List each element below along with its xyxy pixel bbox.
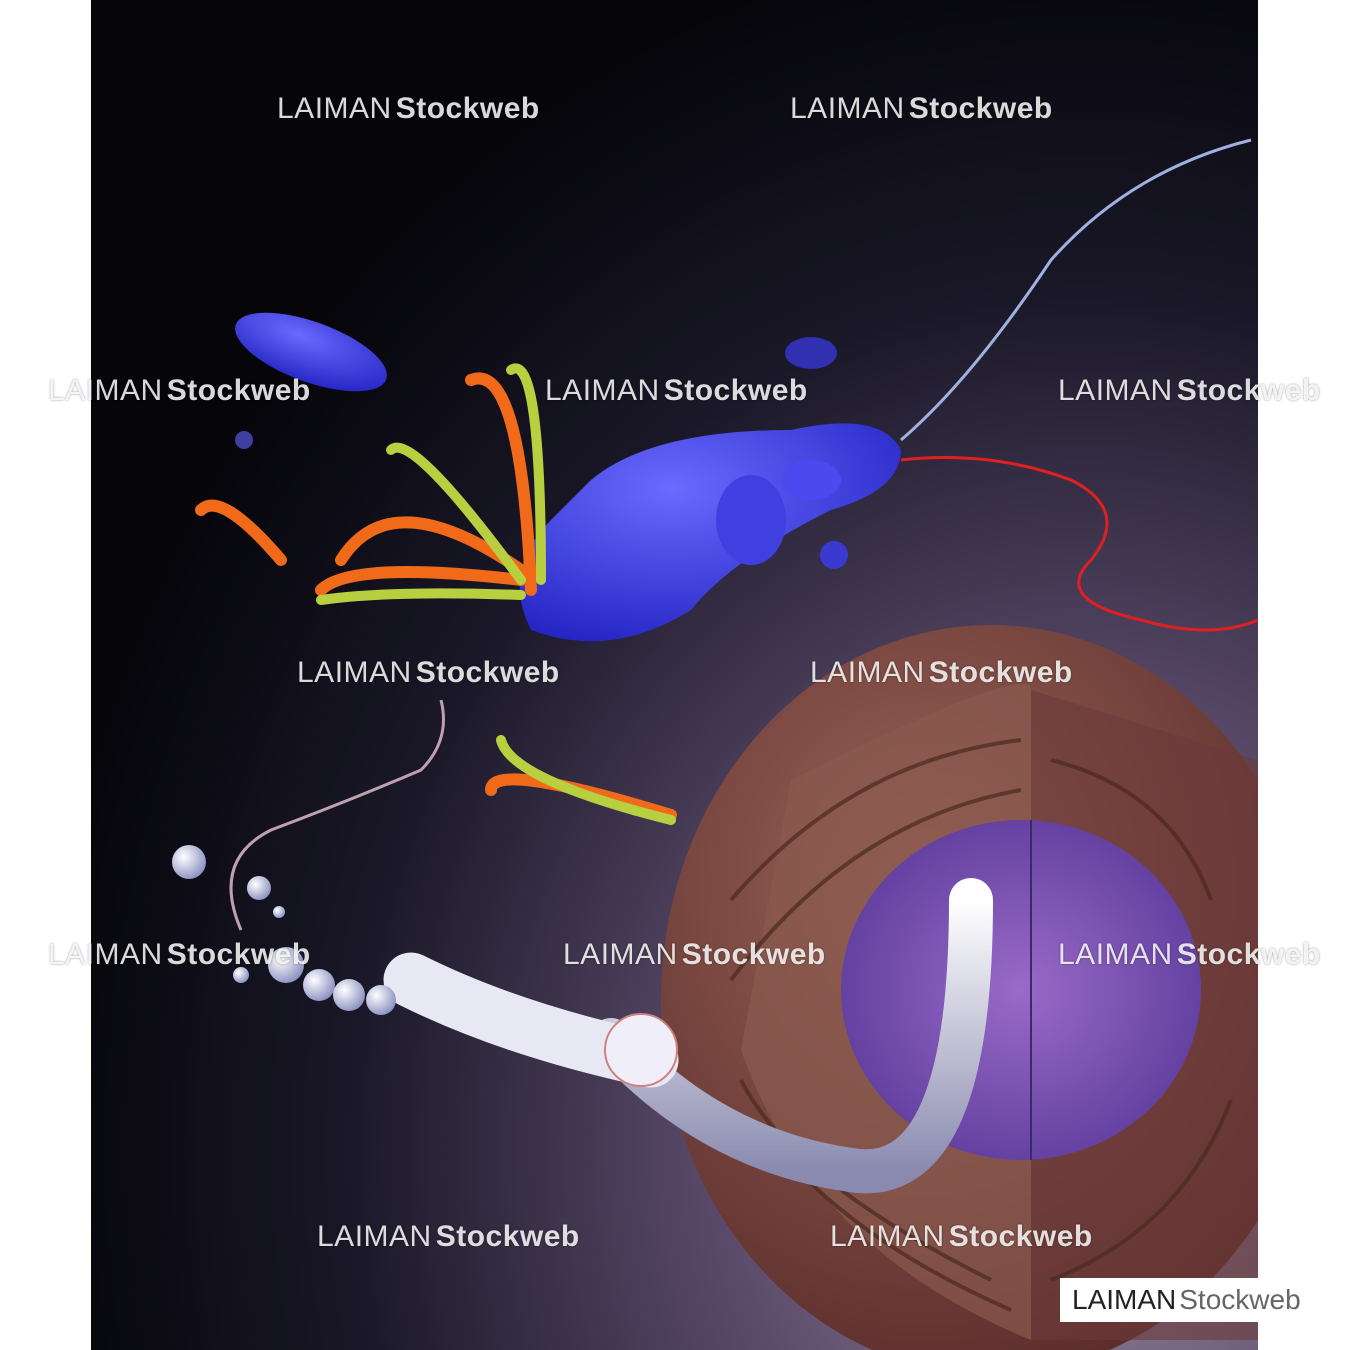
nucleus: [841, 820, 1201, 1160]
mrna-strand: [900, 138, 1252, 442]
protein-blob: [785, 337, 837, 369]
artwork: [91, 0, 1258, 1350]
chromatin-fiber: [172, 699, 993, 1194]
trna-molecules: [195, 363, 677, 825]
molecule: [235, 431, 253, 449]
dna-helix: [900, 456, 1258, 632]
protein-blob: [235, 312, 387, 392]
molecule: [820, 541, 848, 569]
ribosome: [519, 423, 901, 642]
